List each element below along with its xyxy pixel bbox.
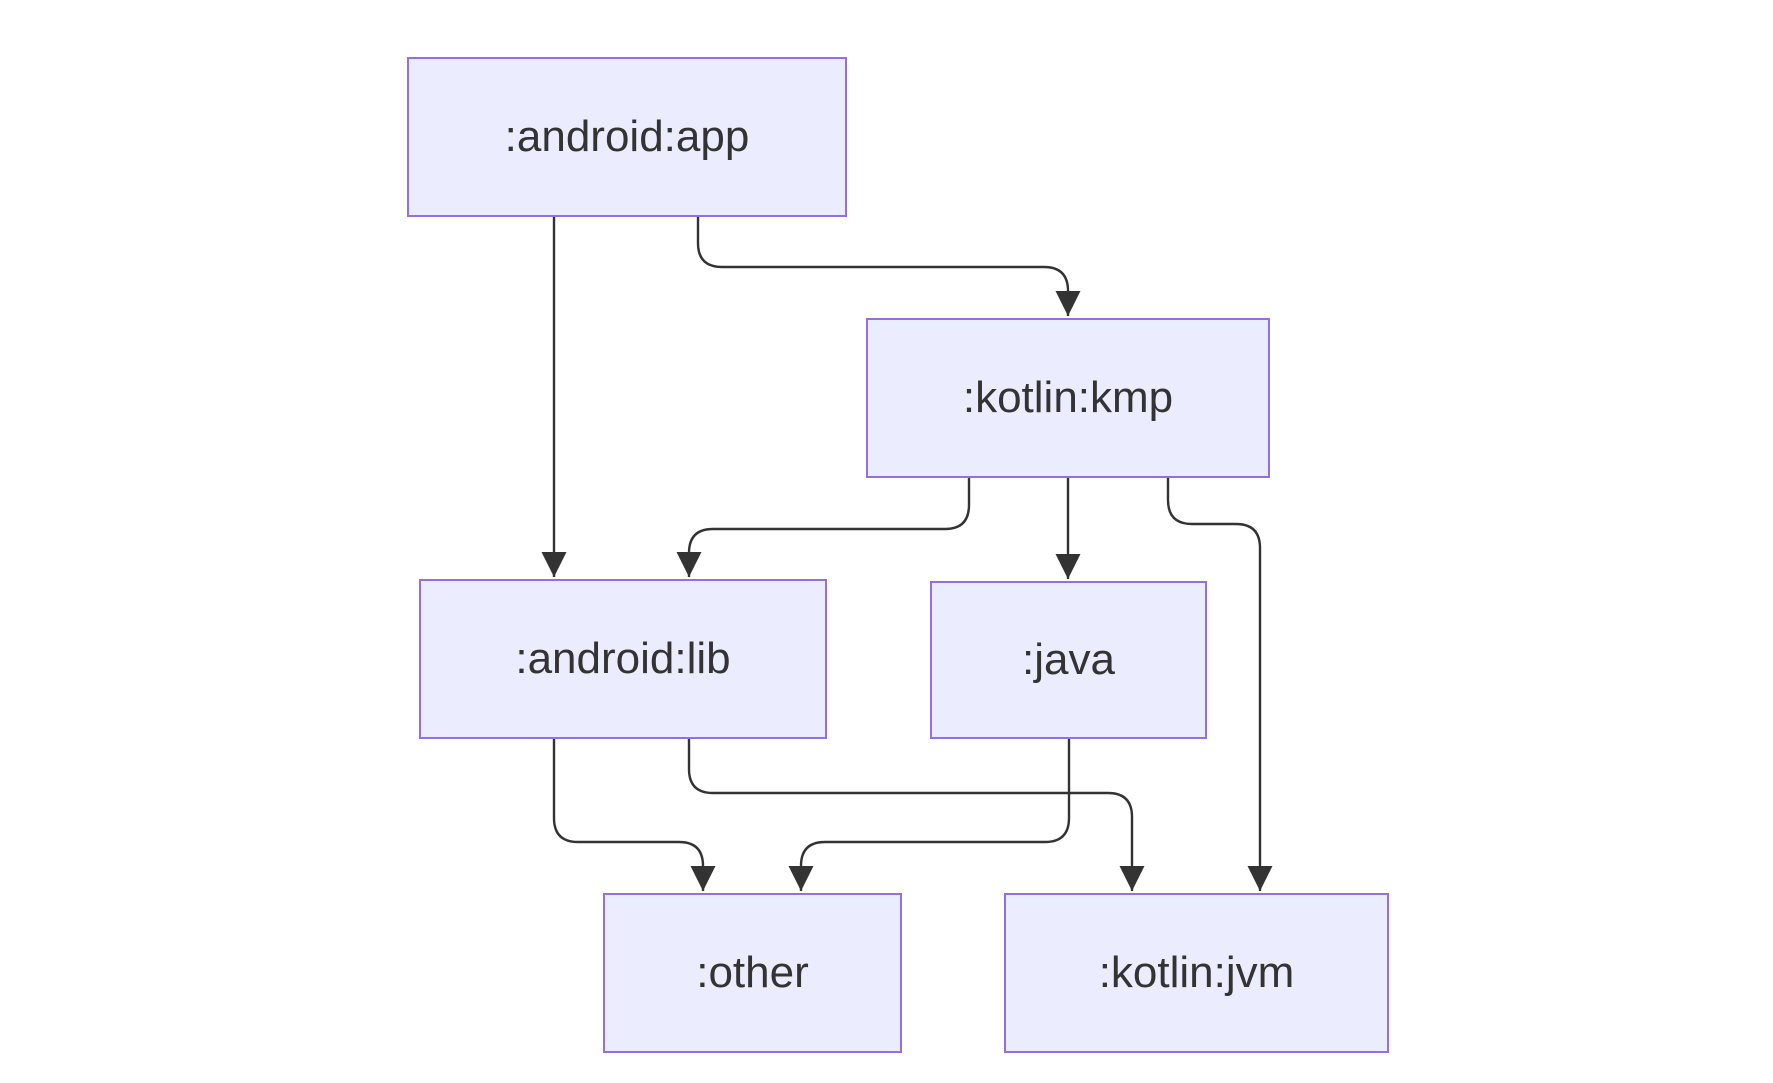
node-android-lib: :android:lib [419,579,827,739]
node-kotlin-jvm: :kotlin:jvm [1004,893,1389,1053]
edge-android-lib-to-other [552,739,716,891]
node-java: :java [930,581,1207,739]
node-label: :kotlin:kmp [962,373,1174,422]
edge-android-app-to-kotlin-kmp [696,217,1081,316]
node-label: :android:app [504,112,750,161]
edge-kotlin-kmp-to-kotlin-jvm [1166,478,1273,891]
node-label: :java [1022,635,1115,684]
node-kotlin-kmp: :kotlin:kmp [866,318,1270,478]
node-android-app: :android:app [407,57,847,217]
node-other: :other [603,893,902,1053]
node-label: :kotlin:jvm [1098,948,1295,997]
edge-android-lib-to-kotlin-jvm [687,739,1145,891]
edge-java-to-other [788,739,1071,891]
node-label: :android:lib [515,634,731,683]
node-label: :other [696,948,809,997]
edge-kotlin-kmp-to-android-lib [676,478,971,577]
